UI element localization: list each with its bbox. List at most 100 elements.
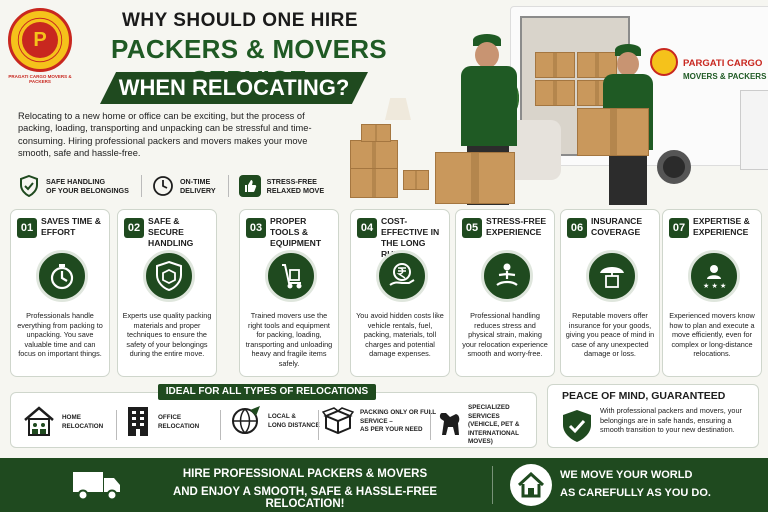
peace-of-mind-title: PEACE OF MIND, GUARANTEED — [562, 390, 726, 402]
meditation-icon — [481, 250, 533, 302]
benefit-label-2: ON-TIME — [179, 177, 211, 186]
box-icon — [535, 80, 575, 106]
shield-check-icon — [18, 175, 40, 197]
card-description: Reputable movers offer insurance for you… — [565, 311, 655, 359]
benefit-sublabel-3: RELAXED MOVE — [266, 186, 325, 195]
card-title: INSURANCE COVERAGE — [591, 216, 643, 237]
office-building-icon — [124, 404, 152, 442]
footer-banner — [0, 458, 768, 512]
card-title: STRESS-FREE EXPERIENCE — [486, 216, 547, 237]
relocation-label: HOME — [62, 414, 81, 422]
svg-text:★ ★ ★: ★ ★ ★ — [703, 282, 726, 290]
footer-cta-line-1: HIRE PROFESSIONAL PACKERS & MOVERS — [182, 468, 428, 480]
card-number: 07 — [669, 218, 689, 238]
benefit-label-1: SAFE HANDLING — [46, 177, 106, 186]
truck-wheel-icon — [657, 150, 691, 184]
intro-paragraph: Relocating to a new home or office can b… — [18, 111, 312, 159]
benefit-card-2: 02 SAFE & SECURE HANDLING Experts use qu… — [117, 209, 217, 377]
logo-ring-icon — [17, 17, 63, 63]
relocation-types-title: IDEAL FOR ALL TYPES OF RELOCATIONS — [158, 384, 376, 400]
relocation-packing-service: PACKING ONLY OR FULL SERVICE –AS PER YOU… — [321, 404, 438, 440]
benefit-card-4: 04 COST-EFFECTIVE IN THE LONG RUN You av… — [350, 209, 450, 377]
relocation-divider — [116, 410, 117, 440]
benefit-sublabel-2: DELIVERY — [179, 186, 216, 195]
benefit-sublabel-1: OF YOUR BELONGINGS — [46, 186, 129, 195]
house-icon — [510, 464, 552, 506]
card-description: Professionals handle everything from pac… — [17, 311, 103, 359]
shield-box-icon — [143, 250, 195, 302]
relocation-sublabel: RELOCATION — [62, 422, 104, 430]
card-number: 03 — [246, 218, 266, 238]
truck-company-sub: MOVERS & PACKERS — [683, 72, 767, 81]
logo-emblem: P — [22, 22, 58, 58]
relocation-label: LOCAL & — [268, 413, 296, 421]
logo-letter: P — [33, 28, 47, 51]
company-logo: P — [8, 8, 72, 72]
truck-company-name: PARGATI CARGO — [683, 58, 763, 69]
globe-plane-icon — [230, 404, 262, 440]
open-box-icon — [321, 404, 355, 440]
card-number: 04 — [357, 218, 377, 238]
rupee-hand-icon — [376, 250, 428, 302]
card-number: 01 — [17, 218, 37, 238]
card-description: Experienced movers know how to plan and … — [669, 311, 755, 359]
box-icon — [350, 168, 398, 198]
benefit-card-1: 01 SAVES TIME & EFFORT Professionals han… — [10, 209, 110, 377]
hand-trolley-icon — [265, 250, 317, 302]
footer-tagline-2: AS CAREFULLY AS YOU DO. — [560, 487, 711, 499]
truck-cab — [740, 90, 768, 170]
title-line-3: WHEN RELOCATING? — [100, 72, 368, 104]
relocation-sublabel: RELOCATION — [158, 422, 200, 430]
card-title: SAVES TIME & EFFORT — [41, 216, 102, 237]
box-icon — [435, 152, 515, 204]
footer-tagline-1: WE MOVE YOUR WORLD — [560, 469, 693, 481]
truck-logo-icon — [650, 48, 678, 76]
thumbs-up-icon — [238, 175, 261, 197]
title-line-1: WHY SHOULD ONE HIRE — [121, 10, 359, 31]
relocation-divider — [430, 410, 431, 440]
relocation-sublabel: LONG DISTANCE — [268, 421, 320, 429]
box-icon — [361, 124, 391, 142]
umbrella-box-icon — [586, 250, 638, 302]
stopwatch-icon — [36, 250, 88, 302]
dog-icon — [436, 409, 462, 443]
relocation-label: PACKING ONLY OR FULL SERVICE – — [360, 409, 437, 425]
benefit-card-6: 06 INSURANCE COVERAGE Reputable movers o… — [560, 209, 660, 377]
shield-check-icon — [560, 408, 594, 444]
peace-of-mind-description: With professional packers and movers, yo… — [600, 406, 742, 434]
footer-cta-line-2: AND ENJOY A SMOOTH, SAFE & HASSLE-FREE R… — [172, 486, 438, 510]
card-title: PROPER TOOLS & EQUIPMENT — [270, 216, 322, 248]
relocation-sublabel: (VEHICLE, PET & INTERNATIONAL MOVES) — [468, 421, 520, 445]
card-number: 06 — [567, 218, 587, 238]
box-icon — [535, 52, 575, 78]
card-number: 05 — [462, 218, 482, 238]
card-description: Experts use quality packing materials an… — [122, 311, 212, 359]
box-icon — [350, 140, 398, 170]
benefit-card-7: 07 EXPERTISE & EXPERIENCE ★ ★ ★ Experien… — [662, 209, 762, 377]
logo-text: PRAGATI CARGO MOVERS & PACKERS — [8, 74, 72, 84]
lamp-icon — [385, 98, 411, 120]
relocation-divider — [318, 410, 319, 440]
family-home-icon — [22, 404, 56, 442]
card-description: You avoid hidden costs like vehicle rent… — [356, 311, 444, 359]
truck-icon — [72, 469, 122, 501]
relocation-label: SPECIALIZED SERVICES — [468, 404, 510, 420]
card-title: SAFE & SECURE HANDLING — [148, 216, 194, 248]
box-icon — [577, 108, 649, 156]
relocation-local-long: LOCAL &LONG DISTANCE — [230, 404, 320, 440]
movers-illustration: PARGATI CARGO MOVERS & PACKERS — [345, 0, 768, 205]
box-icon — [577, 52, 617, 78]
footer-divider — [492, 466, 493, 504]
card-title: EXPERTISE & EXPERIENCE — [693, 216, 750, 237]
box-icon — [403, 170, 429, 190]
relocation-label: OFFICE — [158, 414, 182, 422]
card-number: 02 — [124, 218, 144, 238]
expert-stars-icon: ★ ★ ★ — [688, 250, 740, 302]
relocation-specialized: SPECIALIZED SERVICES(VEHICLE, PET & INTE… — [436, 404, 540, 447]
